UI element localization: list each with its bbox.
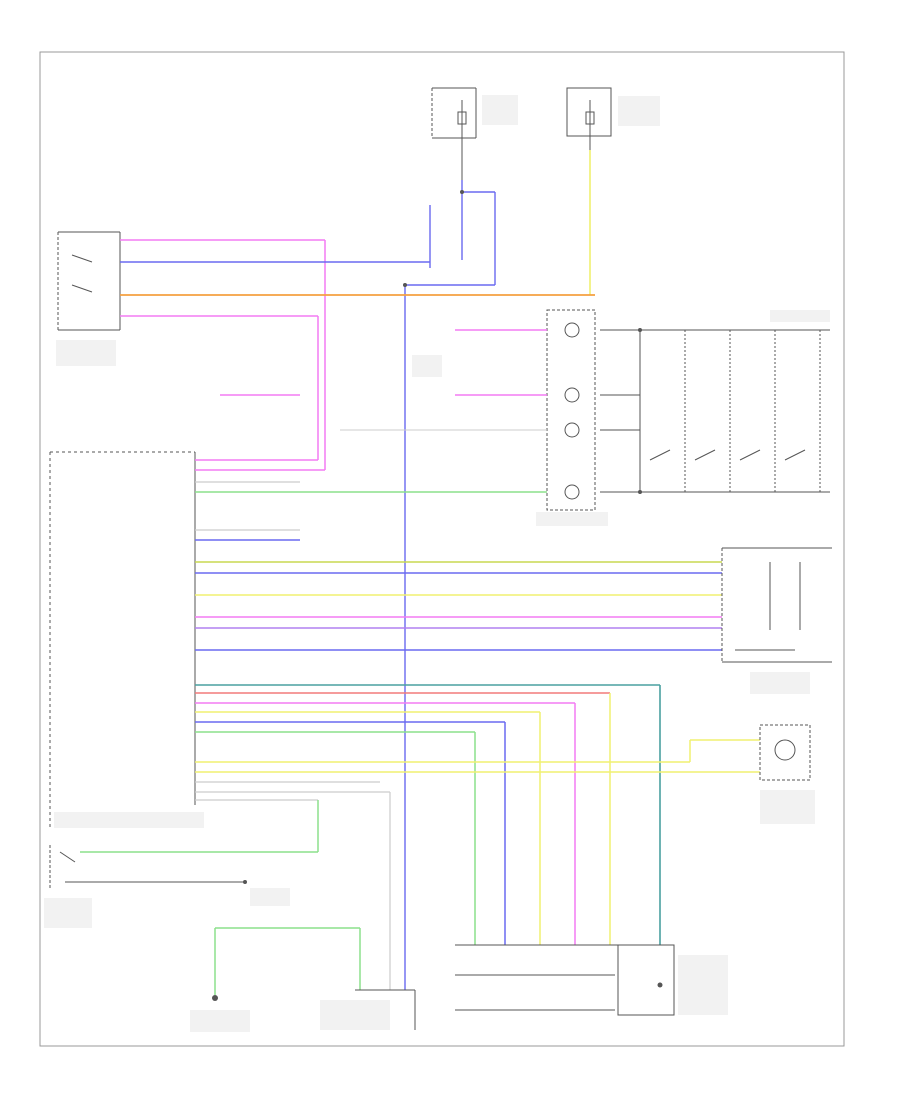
brake-switch [44,845,318,928]
clockspring-inputs [340,329,547,431]
diagram-border [39,51,845,1047]
sensor-right [759,724,815,824]
splice-icon [243,190,642,884]
bottom-ground [190,927,361,1032]
module-wires [195,459,760,990]
clockspring [536,309,608,526]
speed-sensor-bottom [320,989,416,1030]
fuse-block-right [566,87,660,150]
relay-block-right [721,547,832,694]
switch-assembly [56,231,121,366]
switch-wires [120,239,595,470]
steering-wheel-switches [600,310,830,493]
feed-wires [404,150,591,990]
fuse-block-left [431,87,518,180]
control-module [49,451,204,830]
bottom-module [455,944,728,1016]
